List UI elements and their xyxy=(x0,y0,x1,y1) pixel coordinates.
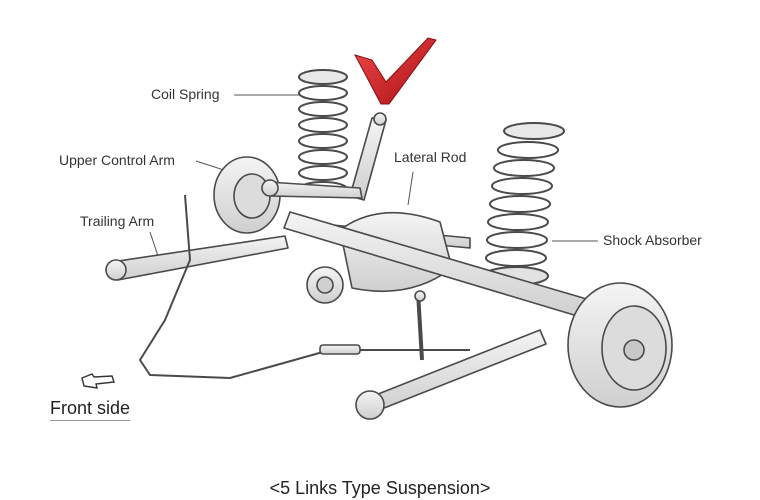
label-shock-absorber: Shock Absorber xyxy=(603,232,702,248)
front-side-label: Front side xyxy=(50,398,131,421)
right-coil-spring xyxy=(483,122,565,286)
left-coil-spring xyxy=(298,69,348,197)
label-lateral-rod: Lateral Rod xyxy=(394,149,467,165)
check-mark-icon xyxy=(354,37,437,105)
suspension-assembly xyxy=(105,69,673,420)
label-upper-control-arm: Upper Control Arm xyxy=(59,152,175,168)
diagram-caption: <5 Links Type Suspension> xyxy=(269,478,491,498)
label-coil-spring: Coil Spring xyxy=(151,86,220,102)
brake-cable xyxy=(139,194,470,379)
label-trailing-arm: Trailing Arm xyxy=(80,213,155,229)
trailing-arm xyxy=(111,235,289,281)
leader-lateral-rod xyxy=(407,171,414,206)
lower-link xyxy=(367,329,547,413)
arrow-left-icon xyxy=(81,373,115,389)
upper-control-arm xyxy=(267,181,363,199)
